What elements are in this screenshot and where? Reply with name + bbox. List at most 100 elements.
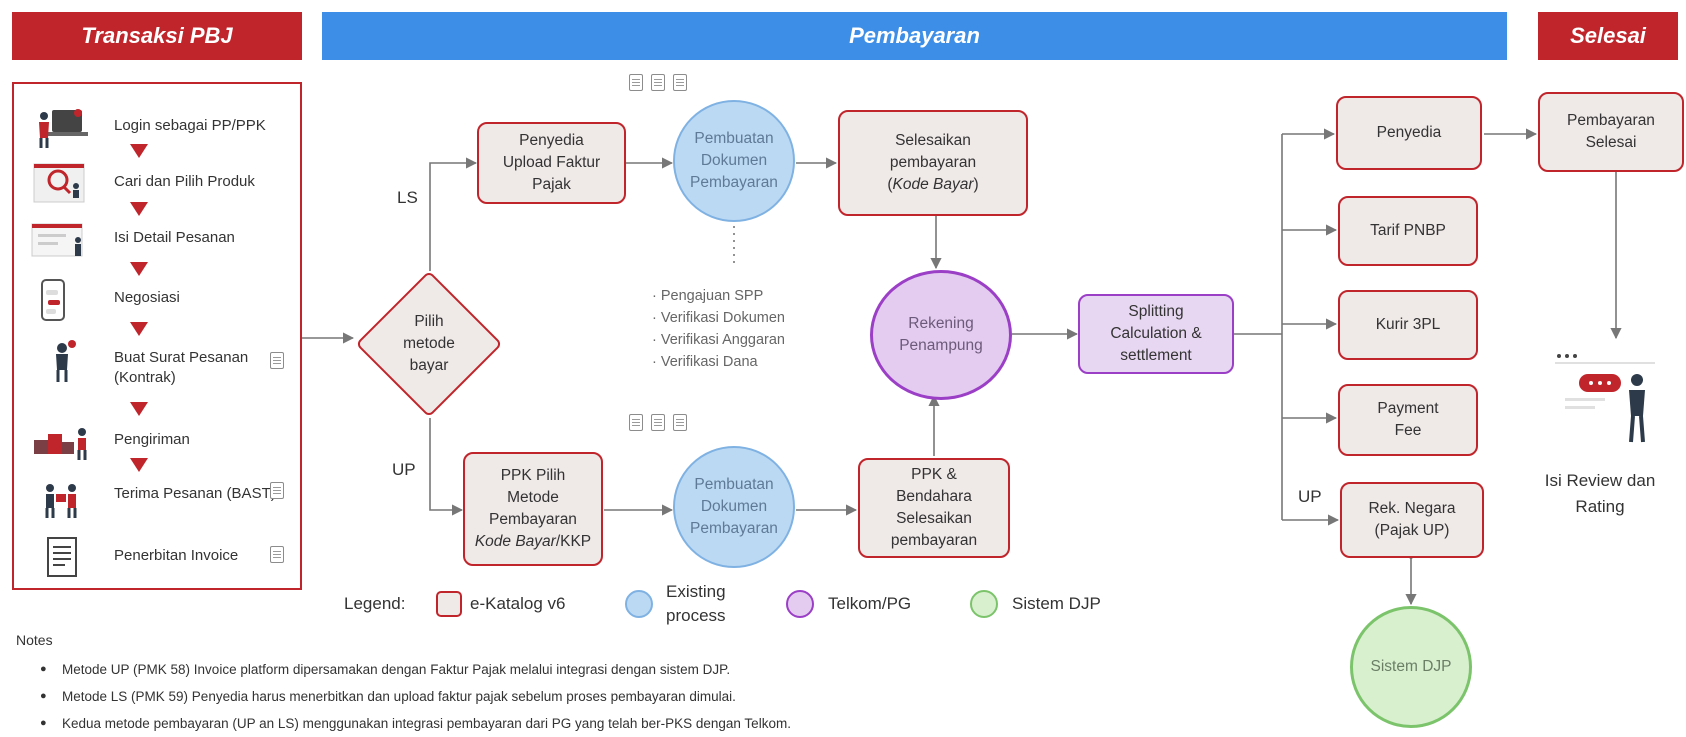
node-selesai-label: Pembayaran Selesai — [1567, 112, 1655, 151]
laptop-user-icon — [39, 109, 88, 148]
step-label-invoice: Penerbitan Invoice — [114, 547, 239, 564]
document-icon — [270, 482, 284, 499]
review-rating-icon — [1555, 354, 1655, 443]
header-transaksi-label: Transaksi PBJ — [81, 23, 233, 48]
legend-swatch-djp — [970, 590, 998, 618]
legend-label-djp: Sistem DJP — [1012, 594, 1101, 613]
step-terima-pesanan: Terima Pesanan (BAST) — [14, 474, 304, 534]
order-form-icon — [31, 223, 83, 257]
document-icon — [270, 546, 284, 563]
node-sistem-djp-label: Sistem DJP — [1370, 658, 1452, 675]
step-label-terima: Terima Pesanan (BAST) — [114, 485, 276, 502]
header-pembayaran-label: Pembayaran — [849, 23, 980, 48]
label-up-right: UP — [1298, 487, 1322, 506]
header-selesai-label: Selesai — [1570, 23, 1646, 48]
step-cari-produk: Cari dan Pilih Produk — [14, 162, 304, 206]
step-pengiriman: Pengiriman — [14, 420, 304, 464]
document-icon — [629, 74, 643, 91]
node-rekening-penampung: Rekening Penampung — [870, 270, 1012, 400]
substep-item: · Pengajuan SPP — [652, 288, 764, 304]
transaksi-steps-panel: Login sebagai PP/PPK Cari dan Pilih Prod… — [12, 82, 302, 590]
step-label-cari: Cari dan Pilih Produk — [114, 173, 255, 190]
notes-title: Notes — [16, 632, 53, 648]
note-item: Metode LS (PMK 59) Penyedia harus menerb… — [40, 683, 791, 710]
step-label-pengiriman: Pengiriman — [114, 431, 190, 448]
node-sistem-djp: Sistem DJP — [1350, 606, 1472, 728]
arrow-decision-to-ls — [429, 157, 478, 271]
node-target-label: Penyedia — [1376, 124, 1442, 141]
substep-item: · Verifikasi Dana — [652, 354, 758, 370]
step-isi-detail: Isi Detail Pesanan — [14, 218, 304, 262]
legend-title: Legend: — [344, 594, 406, 613]
node-splitting-label: Splitting Calculation & settlement — [1110, 303, 1202, 364]
node-up-pilih-label: PPK Pilih Metode Pembayaran — [489, 467, 577, 528]
step-arrow-6 — [130, 458, 148, 472]
node-ls-kode-bayar: Kode Bayar — [892, 176, 974, 193]
step-login: Login sebagai PP/PPK — [14, 106, 304, 150]
review-rating-label: Isi Review dan Rating — [1544, 471, 1656, 516]
phone-chat-icon — [41, 279, 65, 321]
node-up-pilih-metode: PPK Pilih Metode Pembayaran Kode Bayar/K… — [463, 452, 603, 566]
node-ls-upload-faktur: Penyedia Upload Faktur Pajak — [477, 122, 626, 204]
up-document-icons — [629, 414, 687, 431]
step-arrow-3 — [130, 262, 148, 276]
header-transaksi-pbj: Transaksi PBJ — [12, 12, 302, 60]
legend-swatch-existing — [625, 590, 653, 618]
document-icon — [673, 414, 687, 431]
document-icon — [629, 414, 643, 431]
handover-people-icon — [45, 484, 77, 518]
document-icon — [651, 74, 665, 91]
legend-label-telkom: Telkom/PG — [828, 594, 912, 613]
node-target-kurir: Kurir 3PL — [1338, 290, 1478, 360]
node-up-pembuatan-dokumen: Pembuatan Dokumen Pembayaran — [673, 446, 795, 568]
node-ls-pembuatan-dokumen: Pembuatan Dokumen Pembayaran — [673, 100, 795, 222]
search-product-icon — [33, 163, 85, 203]
node-up-selesaikan-label: PPK & Bendahara Selesaikan pembayaran — [890, 466, 978, 549]
node-target-penyedia: Penyedia — [1336, 96, 1482, 170]
step-label-negosiasi: Negosiasi — [114, 289, 180, 306]
label-ls: LS — [397, 188, 418, 207]
node-target-label: Payment Fee — [1377, 400, 1439, 439]
legend-swatch-ekatalog — [436, 591, 462, 617]
node-up-kode-bayar: Kode Bayar — [474, 533, 556, 550]
substep-item: · Verifikasi Dokumen — [652, 310, 785, 326]
node-splitting-settlement: Splitting Calculation & settlement — [1078, 294, 1234, 374]
arrow-decision-to-up — [429, 418, 464, 516]
step-penerbitan-invoice: Penerbitan Invoice — [14, 536, 304, 580]
node-target-payment-fee: Payment Fee — [1338, 384, 1478, 456]
decision-pilih-metode: Pilih metode bayar — [355, 270, 503, 418]
node-target-tarif-pnbp: Tarif PNBP — [1338, 196, 1478, 266]
header-selesai: Selesai — [1538, 12, 1678, 60]
node-ls-dokumen-label: Pembuatan Dokumen Pembayaran — [690, 130, 778, 191]
node-target-rek-negara: Rek. Negara (Pajak UP) — [1340, 482, 1484, 558]
node-ls-selesaikan: Selesaikan pembayaran (Kode Bayar) — [838, 110, 1028, 216]
legend-swatch-telkom — [786, 590, 814, 618]
node-up-pilih-kode: Kode Bayar/KKP — [474, 533, 592, 550]
node-rekening-label: Rekening Penampung — [899, 315, 983, 354]
document-icon — [270, 352, 284, 369]
legend-label-ekatalog: e-Katalog v6 — [470, 594, 566, 613]
node-pembayaran-selesai: Pembayaran Selesai — [1538, 92, 1684, 172]
node-up-selesaikan: PPK & Bendahara Selesaikan pembayaran — [858, 458, 1010, 558]
document-icon — [651, 414, 665, 431]
legend-label-existing: Existing process — [666, 582, 726, 625]
node-target-label: Rek. Negara (Pajak UP) — [1368, 500, 1456, 539]
step-label-surat: Buat Surat Pesanan (Kontrak) — [114, 349, 249, 386]
label-up: UP — [392, 460, 416, 479]
step-arrow-2 — [130, 202, 148, 216]
node-ls-selesaikan-label: Selesaikan pembayaran — [889, 132, 977, 171]
contract-person-icon — [56, 340, 76, 382]
note-item: Metode UP (PMK 58) Invoice platform dipe… — [40, 656, 791, 683]
decision-label: Pilih metode bayar — [403, 313, 455, 374]
step-label-isi: Isi Detail Pesanan — [114, 229, 235, 246]
step-negosiasi: Negosiasi — [14, 278, 304, 322]
node-ls-upload-label: Penyedia Upload Faktur Pajak — [502, 132, 601, 193]
invoice-document-icon — [47, 537, 77, 577]
node-target-label: Tarif PNBP — [1370, 222, 1446, 239]
step-arrow-1 — [130, 144, 148, 158]
document-icon — [673, 74, 687, 91]
substep-item: · Verifikasi Anggaran — [652, 332, 785, 348]
ls-document-icons — [629, 74, 687, 91]
delivery-boxes-icon — [34, 428, 87, 460]
